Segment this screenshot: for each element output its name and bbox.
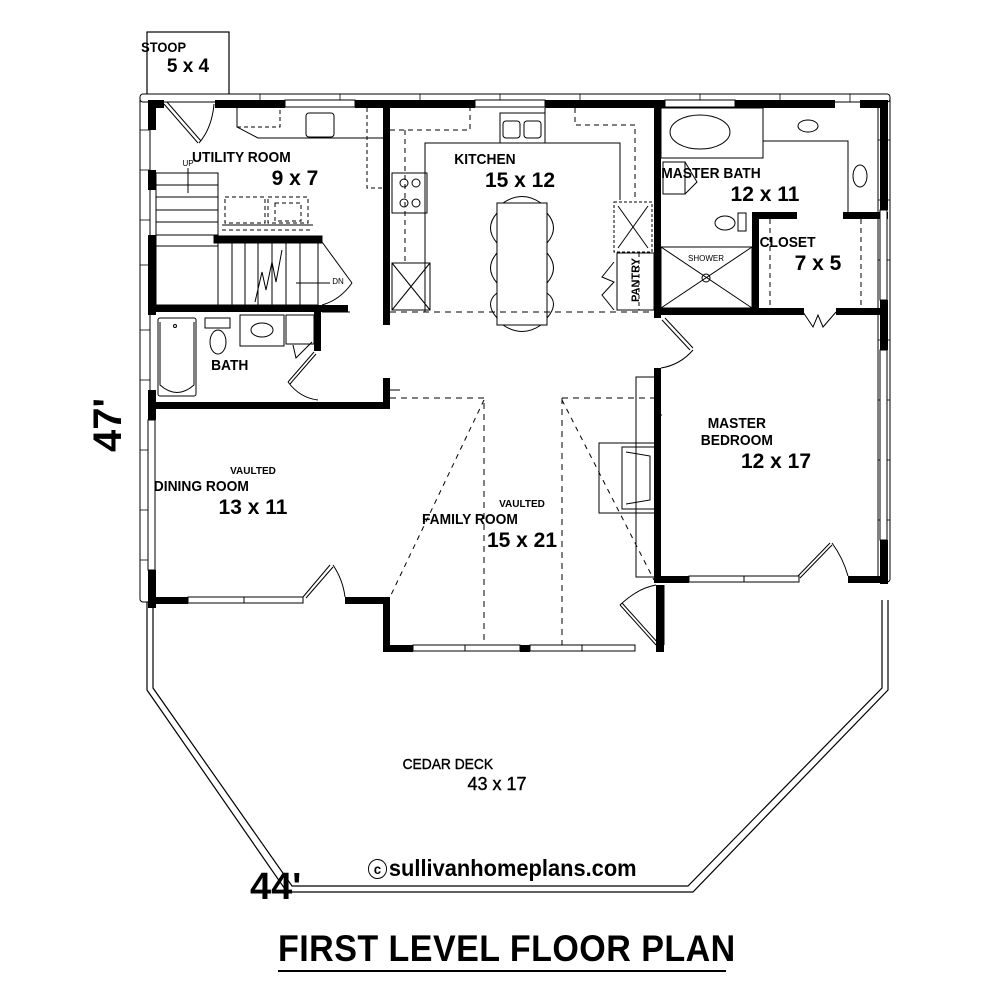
width-dimension: 44': [250, 866, 302, 908]
room-name: STOOP: [141, 39, 187, 55]
vaulted-note: VAULTED: [499, 499, 545, 510]
room-name: UTILITY ROOM: [192, 149, 291, 166]
bath-label: BATH: [211, 358, 271, 373]
room-name: FAMILY ROOM: [421, 511, 518, 528]
dining-room-label: VAULTED DINING ROOM 13 x 11: [154, 466, 304, 519]
stoop-label: STOOP 5 x 4: [141, 40, 213, 77]
windows: [147, 99, 888, 652]
room-name: CEDAR DECK: [402, 756, 494, 773]
pantry-label: PANTRY: [630, 258, 642, 302]
room-name: CLOSET: [759, 234, 816, 251]
family-room-label: VAULTED FAMILY ROOM 15 x 21: [422, 499, 574, 552]
room-name-line2: BEDROOM: [700, 432, 773, 449]
utility-room-label: UTILITY ROOM 9 x 7: [192, 150, 348, 190]
cedar-deck-outline: [146, 600, 889, 893]
master-bedroom-label: MASTER BEDROOM 12 x 17: [701, 416, 815, 473]
room-size: 15 x 12: [484, 169, 556, 192]
walls: [148, 100, 888, 652]
room-size: 12 x 17: [740, 450, 812, 473]
room-size: 9 x 7: [271, 167, 319, 190]
kitchen-label: KITCHEN 15 x 12: [454, 152, 556, 192]
room-name: KITCHEN: [454, 151, 516, 168]
room-size: 13 x 11: [218, 496, 288, 519]
room-size: 7 x 5: [794, 252, 842, 275]
room-size: 12 x 11: [730, 183, 800, 206]
cedar-deck-label: CEDAR DECK 43 x 17: [402, 757, 546, 794]
room-size: 15 x 21: [486, 529, 558, 552]
copyright-text: sullivanhomeplans.com: [388, 855, 637, 881]
title-underline: [278, 970, 726, 972]
room-size: 5 x 4: [166, 56, 210, 77]
fixtures: [155, 101, 868, 646]
plan-title: FIRST LEVEL FLOOR PLAN: [278, 928, 736, 969]
stairs-up-label: UP: [182, 159, 194, 168]
room-name: DINING ROOM: [153, 478, 249, 495]
copyright-notice: c sullivanhomeplans.com: [368, 855, 637, 882]
room-name-line1: MASTER: [707, 415, 766, 432]
room-name: MASTER BATH: [661, 165, 761, 182]
master-bath-label: MASTER BATH 12 x 11: [661, 166, 819, 206]
room-size: 43 x 17: [467, 774, 527, 794]
shower-label: SHOWER: [688, 254, 724, 263]
room-name: BATH: [211, 357, 249, 374]
stairs-down-label: DN: [332, 277, 344, 286]
copyright-icon: c: [368, 858, 387, 879]
depth-dimension: 47': [86, 397, 130, 452]
vaulted-note: VAULTED: [230, 466, 276, 477]
closet-label: CLOSET 7 x 5: [760, 235, 849, 275]
